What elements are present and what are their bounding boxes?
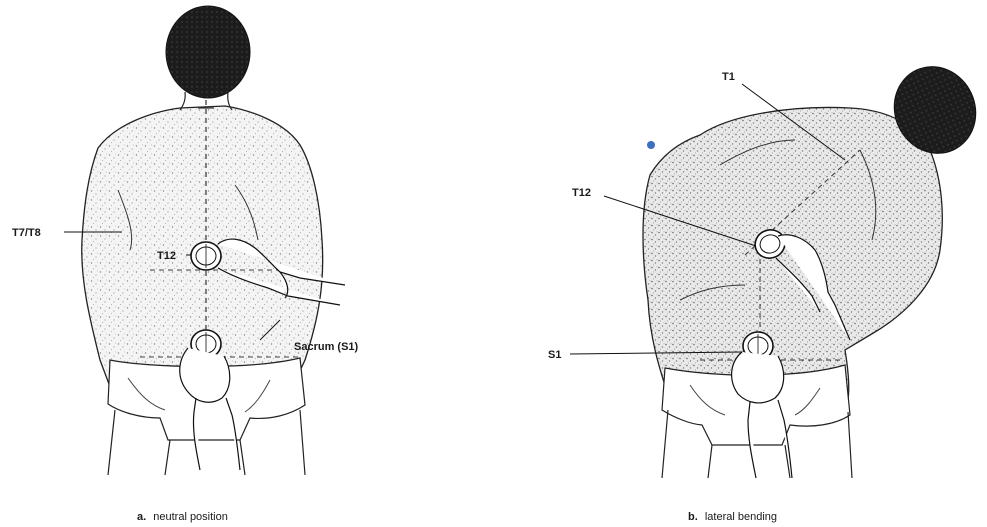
- label-sacrum-s1: Sacrum (S1): [294, 341, 359, 353]
- panel-lateral-bending: T1 T12 S1 b. lateral bending: [548, 53, 987, 523]
- caption-letter-a: a.: [137, 511, 146, 523]
- caption-text-a: neutral position: [153, 511, 228, 523]
- torso-lateral: [643, 107, 942, 411]
- label-t12-neutral: T12: [157, 250, 176, 262]
- label-s1: S1: [548, 349, 561, 361]
- inclinometer-t12-neutral: [191, 242, 221, 270]
- label-t7-t8: T7/T8: [12, 227, 41, 239]
- label-t12-lateral: T12: [572, 187, 591, 199]
- head-neutral: [166, 6, 250, 98]
- caption-lateral: b. lateral bending: [688, 511, 777, 523]
- caption-text-b: lateral bending: [705, 511, 777, 523]
- annotation-marker-dot: [647, 141, 655, 149]
- caption-letter-b: b.: [688, 511, 698, 523]
- panel-neutral-position: T7/T8 T12 Sacrum (S1) a. neutral positio…: [12, 6, 359, 523]
- caption-neutral: a. neutral position: [137, 511, 228, 523]
- label-t1: T1: [722, 71, 735, 83]
